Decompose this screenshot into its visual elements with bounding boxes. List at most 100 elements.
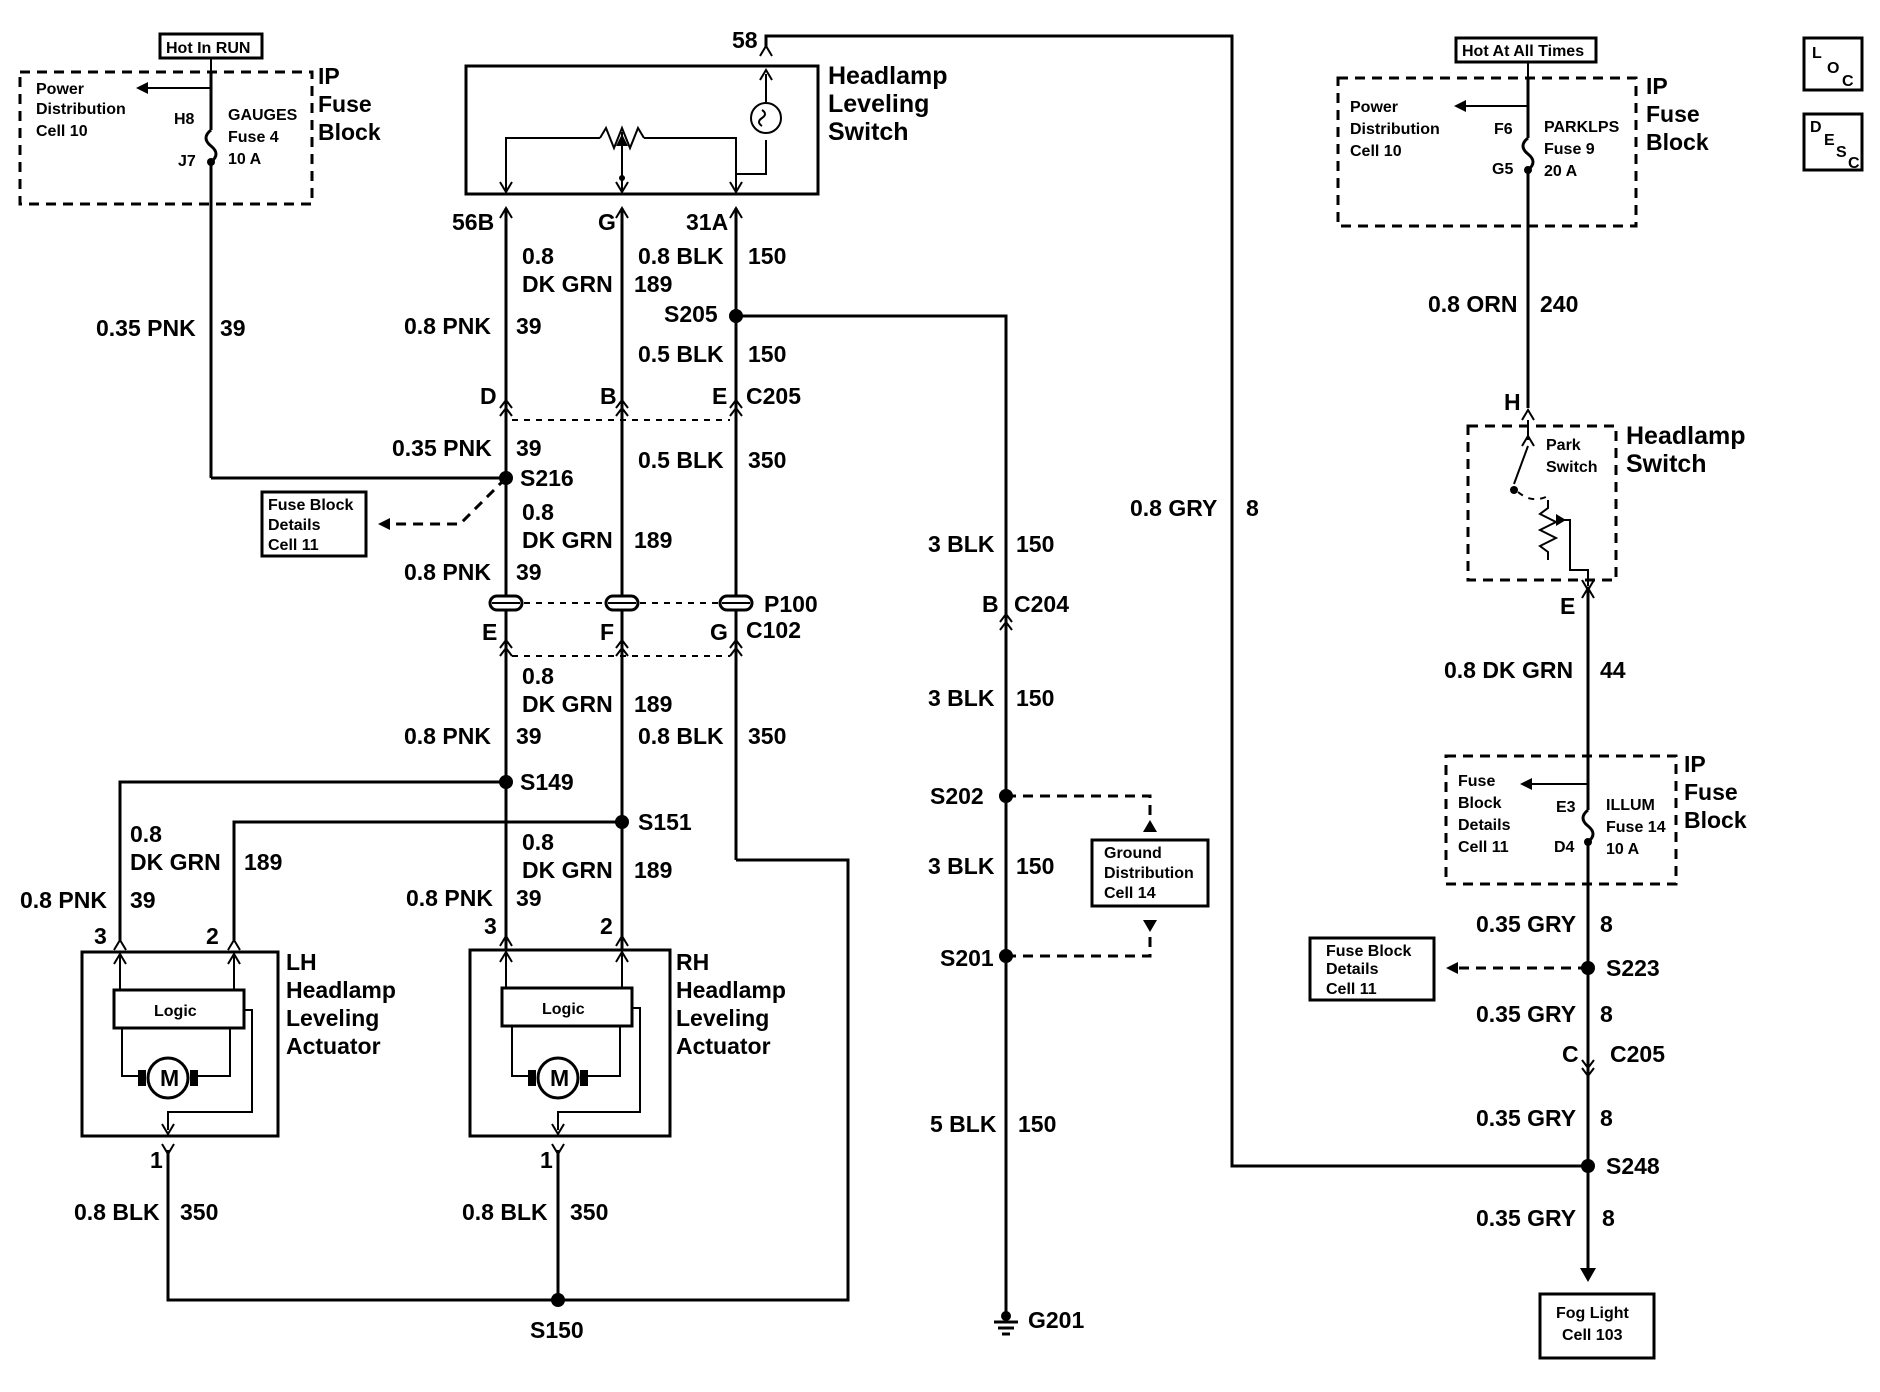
svg-text:Distribution: Distribution [1104,865,1194,882]
svg-text:0.35 PNK: 0.35 PNK [392,435,492,461]
svg-text:B: B [600,383,617,409]
svg-text:DK GRN: DK GRN [522,857,613,883]
svg-text:0.8 BLK: 0.8 BLK [462,1199,548,1225]
svg-text:Leveling: Leveling [828,90,929,118]
svg-text:E: E [712,383,727,409]
svg-text:0.35 PNK: 0.35 PNK [96,315,196,341]
svg-text:31A: 31A [686,209,728,235]
svg-text:C: C [1842,73,1854,90]
svg-text:Details: Details [268,517,321,534]
splice-s151: S151 [615,809,692,835]
splice-s202: S202 [930,783,1013,809]
fuse-block-details-right[interactable]: Fuse Block Details Cell 11 [1308,936,1436,1002]
svg-text:Power: Power [1350,99,1398,116]
svg-text:C: C [1562,1041,1579,1067]
svg-text:0.8: 0.8 [522,499,554,525]
svg-text:0.35 GRY: 0.35 GRY [1476,1205,1576,1231]
svg-text:Leveling: Leveling [286,1005,379,1031]
fuse-block-details-left[interactable]: Fuse Block Details Cell 11 [260,490,368,558]
splice-s223: S223 [1581,955,1660,981]
gauges-fuse-icon [204,128,218,164]
svg-text:Cell 11: Cell 11 [268,537,319,554]
svg-text:3 BLK: 3 BLK [928,531,995,557]
svg-text:0.8 BLK: 0.8 BLK [638,243,724,269]
svg-text:10 A: 10 A [228,151,262,168]
wire-label-0-35-gry-8-c: 0.35 GRY 8 [1476,1105,1613,1131]
lh-headlamp-leveling-actuator: 3 2 Logic M LH Headlamp Leveling Actuato… [80,923,396,1173]
rh-headlamp-leveling-actuator: 3 2 Logic M RH Headlamp Leveling Actuato… [468,913,786,1173]
svg-text:Ground: Ground [1104,845,1162,862]
wire-label-lh-dk-grn-189: 0.8 DK GRN 189 [130,821,282,875]
svg-text:Fog Light: Fog Light [1556,1305,1630,1322]
svg-text:D: D [1810,119,1822,136]
svg-text:Fuse: Fuse [1458,773,1495,790]
svg-text:E: E [482,619,497,645]
wire-label-0-8-dk-grn-189-top: 0.8 DK GRN 189 [522,243,672,297]
fog-light-box[interactable]: Fog Light Cell 103 [1538,1292,1656,1360]
svg-text:G5: G5 [1492,161,1513,178]
svg-text:IP: IP [318,63,340,89]
svg-text:150: 150 [748,341,786,367]
svg-text:0.8: 0.8 [130,821,162,847]
svg-text:E: E [1560,593,1575,619]
svg-text:Fuse Block: Fuse Block [268,497,353,514]
svg-text:H8: H8 [174,111,195,128]
wire-label-0-35-gry-8-d: 0.35 GRY 8 [1476,1205,1615,1231]
svg-text:Block: Block [1684,807,1747,833]
svg-text:189: 189 [634,527,672,553]
svg-text:S223: S223 [1606,955,1660,981]
svg-text:Park: Park [1546,437,1581,454]
svg-text:ILLUM: ILLUM [1606,797,1655,814]
svg-text:S151: S151 [638,809,692,835]
svg-text:39: 39 [516,435,542,461]
svg-text:189: 189 [244,849,282,875]
svg-text:2: 2 [206,923,219,949]
wire-label-rh-blk-350: 0.8 BLK 350 [462,1199,608,1225]
svg-text:0.8: 0.8 [522,663,554,689]
svg-text:Cell 10: Cell 10 [36,123,88,140]
svg-text:Headlamp: Headlamp [1626,422,1745,450]
svg-text:Block: Block [1458,795,1502,812]
wire-label-0-8-blk-350: 0.8 BLK 350 [638,723,786,749]
dimmer-rheostat-icon [1537,500,1559,560]
svg-text:3: 3 [94,923,107,949]
svg-text:350: 350 [180,1199,218,1225]
svg-text:56B: 56B [452,209,494,235]
svg-text:E3: E3 [1556,799,1576,816]
svg-text:0.5 BLK: 0.5 BLK [638,447,724,473]
svg-text:S248: S248 [1606,1153,1660,1179]
svg-text:S216: S216 [520,465,574,491]
desc-icon[interactable]: D E S C [1802,112,1864,172]
svg-text:IP: IP [1646,73,1668,99]
svg-text:C204: C204 [1014,591,1069,617]
wire-label-rh-dk-grn-189: 0.8 DK GRN 189 [522,829,672,883]
loc-icon[interactable]: L O C [1802,36,1864,92]
svg-text:Cell 11: Cell 11 [1326,981,1377,998]
left-ip-fuse-block: Hot In RUN Power Distribution Cell 10 H8… [18,32,381,206]
svg-text:0.8 PNK: 0.8 PNK [404,313,491,339]
wire-label-0-8-pnk-39-a: 0.8 PNK 39 [404,313,542,339]
svg-text:0.8 BLK: 0.8 BLK [638,723,724,749]
svg-text:189: 189 [634,271,672,297]
svg-text:0.35 GRY: 0.35 GRY [1476,911,1576,937]
svg-text:PARKLPS: PARKLPS [1544,119,1620,136]
svg-text:0.8 PNK: 0.8 PNK [404,559,491,585]
svg-text:1: 1 [540,1147,553,1173]
svg-text:Fuse Block: Fuse Block [1326,943,1411,960]
svg-text:5 BLK: 5 BLK [930,1111,997,1137]
svg-text:Switch: Switch [1546,459,1598,476]
svg-text:F: F [600,619,614,645]
splice-s248: S248 [1581,1153,1660,1179]
headlamp-leveling-switch: Headlamp Leveling Switch [464,62,947,196]
wire-label-0-8-pnk-39-c: 0.8 PNK 39 [404,559,542,585]
ground-g201: G201 [994,1307,1084,1336]
svg-text:0.8 GRY: 0.8 GRY [1130,495,1217,521]
svg-text:G: G [598,209,616,235]
ground-distribution-box[interactable]: Ground Distribution Cell 14 [1090,838,1210,908]
svg-text:150: 150 [1018,1111,1056,1137]
svg-text:S150: S150 [530,1317,584,1343]
svg-text:20 A: 20 A [1544,163,1578,180]
svg-text:S: S [1836,144,1847,161]
connector-c205-right: C C205 [1562,1041,1665,1078]
